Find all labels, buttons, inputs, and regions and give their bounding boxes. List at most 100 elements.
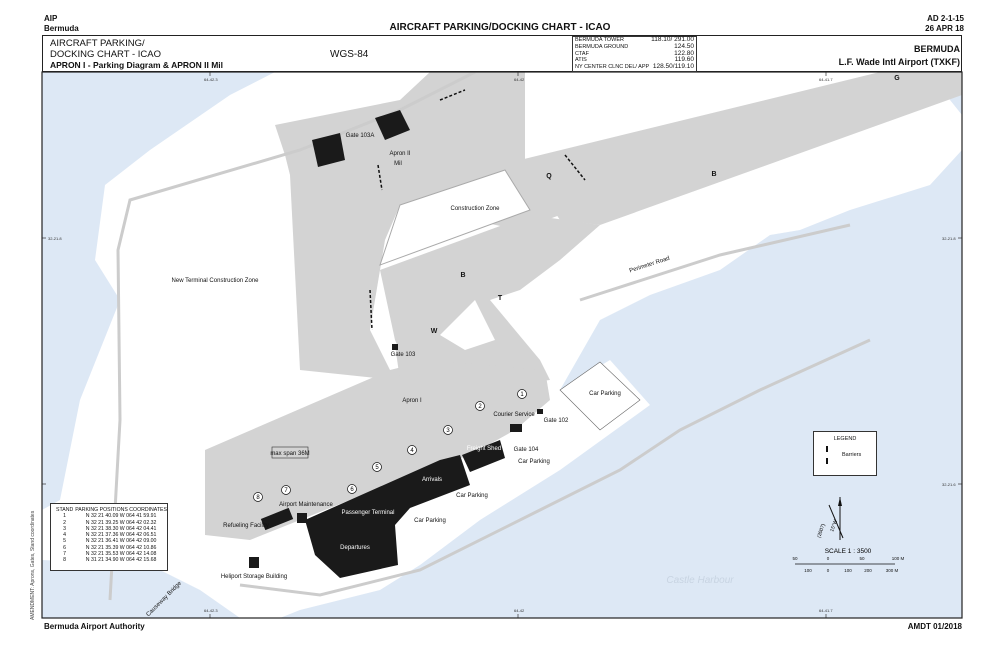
barrier xyxy=(564,154,586,181)
coord-cell: N 32 21 35.39 W 064 42 10.86 xyxy=(85,544,157,551)
apron-i-label: Apron I xyxy=(402,398,422,404)
state-label: Bermuda xyxy=(44,24,79,33)
north-arrow-head xyxy=(838,497,842,506)
stand-cell: 4 xyxy=(63,532,67,539)
lat-label: 32-21.6 xyxy=(942,482,956,487)
taxiway-g-label: G xyxy=(894,75,900,82)
gate-104-label: Gate 104 xyxy=(514,447,539,453)
courier-building xyxy=(510,424,522,432)
freq-value: 124.50 xyxy=(674,42,694,50)
stand-number: 3 xyxy=(446,428,450,434)
effective-date: 26 APR 18 xyxy=(925,24,964,33)
airport-maintenance-building xyxy=(297,513,307,523)
mil-label: Mil xyxy=(394,161,402,167)
freq-value: 122.80 xyxy=(674,49,694,57)
car-parking-label: Car Parking xyxy=(589,391,621,397)
refueling-facility xyxy=(260,507,294,531)
stand-cell: 5 xyxy=(63,538,67,545)
taxiway-b-label: B xyxy=(460,272,465,279)
stand-cell: 6 xyxy=(63,544,67,551)
stand-cell: 7 xyxy=(63,551,67,558)
lat-label: 32-21.8 xyxy=(48,236,62,241)
stand-marker xyxy=(475,401,485,411)
scale-ft-label: 300 M xyxy=(886,568,899,573)
title-line-2: DOCKING CHART - ICAO xyxy=(50,49,162,60)
coord-cell: N 32 21 35.53 W 064 42 14.08 xyxy=(85,551,157,558)
stand-marker xyxy=(281,485,291,495)
stand-cell: 1 xyxy=(63,513,67,520)
legend-title: LEGEND xyxy=(833,436,857,442)
scale-ft-label: 0 xyxy=(827,568,830,573)
barrier xyxy=(369,289,373,331)
scale-ft-label: 200 xyxy=(864,568,872,573)
scale-m-label: 100 M xyxy=(892,556,905,561)
car-parking-label: Car Parking xyxy=(456,493,488,499)
scale-title: SCALE 1 : 3500 xyxy=(825,548,872,555)
coord-cell: N 31 21 34.90 W 064 42 15.68 xyxy=(85,557,157,564)
map-frame xyxy=(41,71,963,619)
coord-cell: N 32 21 36.41 W 064 42 09.00 xyxy=(85,538,157,545)
car-parking-east xyxy=(559,361,641,431)
water-west xyxy=(42,72,275,510)
scale-m-label: 0 xyxy=(827,556,830,561)
stand-marker xyxy=(407,445,417,455)
gate-103-label: Gate 103 xyxy=(391,352,416,358)
construction-zone xyxy=(379,169,531,266)
variation-label: 15°W xyxy=(829,519,839,533)
coord-cell: N 32 21 38.30 W 064 42 04.41 xyxy=(85,525,157,532)
freight-shed-label: Freight Shed xyxy=(467,446,501,452)
arrivals-label: Arrivals xyxy=(422,477,442,483)
runway xyxy=(520,72,962,225)
water-east xyxy=(280,150,962,618)
freq-name: CTAF xyxy=(575,50,589,57)
barrier xyxy=(377,164,383,191)
heliport-label: Heliport Storage Building xyxy=(221,574,287,580)
stand-number: 2 xyxy=(478,404,482,410)
refueling-label: Refueling Facility xyxy=(223,523,269,529)
lon-label: 64-42.3 xyxy=(204,77,218,82)
apron-ii-label: Apron II xyxy=(389,151,410,157)
table-row: 8 N 31 21 34.90 W 064 42 15.68 xyxy=(55,557,168,563)
barrier-symbol-icon xyxy=(826,446,828,464)
footer-authority: Bermuda Airport Authority xyxy=(44,622,145,631)
castle-harbour-label: Castle Harbour xyxy=(666,575,734,586)
apron-ii xyxy=(275,72,560,380)
courier-label: Courier Service xyxy=(493,412,535,418)
taxiway-t-w xyxy=(380,215,600,395)
passenger-terminal xyxy=(305,455,470,578)
datum-label: WGS-84 xyxy=(330,49,369,60)
stand-number: 6 xyxy=(350,487,354,493)
freq-value: 119.60 xyxy=(674,56,694,64)
stand-cell: 2 xyxy=(63,519,67,526)
ad-reference: AD 2-1-15 xyxy=(927,14,964,23)
perimeter-road xyxy=(239,338,871,597)
freq-name: BERMUDA TOWER xyxy=(575,37,624,43)
gate-103-building xyxy=(392,344,398,350)
footer-amendment: AMDT 01/2018 xyxy=(907,622,962,631)
stand-cell: 3 xyxy=(63,525,67,532)
building-apron-ii-1 xyxy=(312,133,345,167)
scale-ft-label: 100 xyxy=(844,568,852,573)
max-span-box xyxy=(271,446,309,459)
table-header: PARKING POSITIONS COORDINATES xyxy=(75,507,167,513)
stand-cell: 8 xyxy=(63,557,67,564)
title-line-1: AIRCRAFT PARKING/ xyxy=(50,38,145,49)
airport-name: L.F. Wade Intl Airport (TXKF) xyxy=(838,57,960,67)
max-span-label: max span 36M xyxy=(270,451,309,457)
car-parking-label: Car Parking xyxy=(518,459,550,465)
stand-marker xyxy=(517,389,527,399)
departures-label: Departures xyxy=(340,545,370,551)
lon-label: 64-42.3 xyxy=(204,608,218,613)
lon-label: 64-42 xyxy=(514,608,525,613)
construction-zone-label: Construction Zone xyxy=(450,206,500,212)
scale-m-label: 50 xyxy=(792,556,798,561)
stand-number: 4 xyxy=(410,448,414,454)
stand-marker xyxy=(372,462,382,472)
